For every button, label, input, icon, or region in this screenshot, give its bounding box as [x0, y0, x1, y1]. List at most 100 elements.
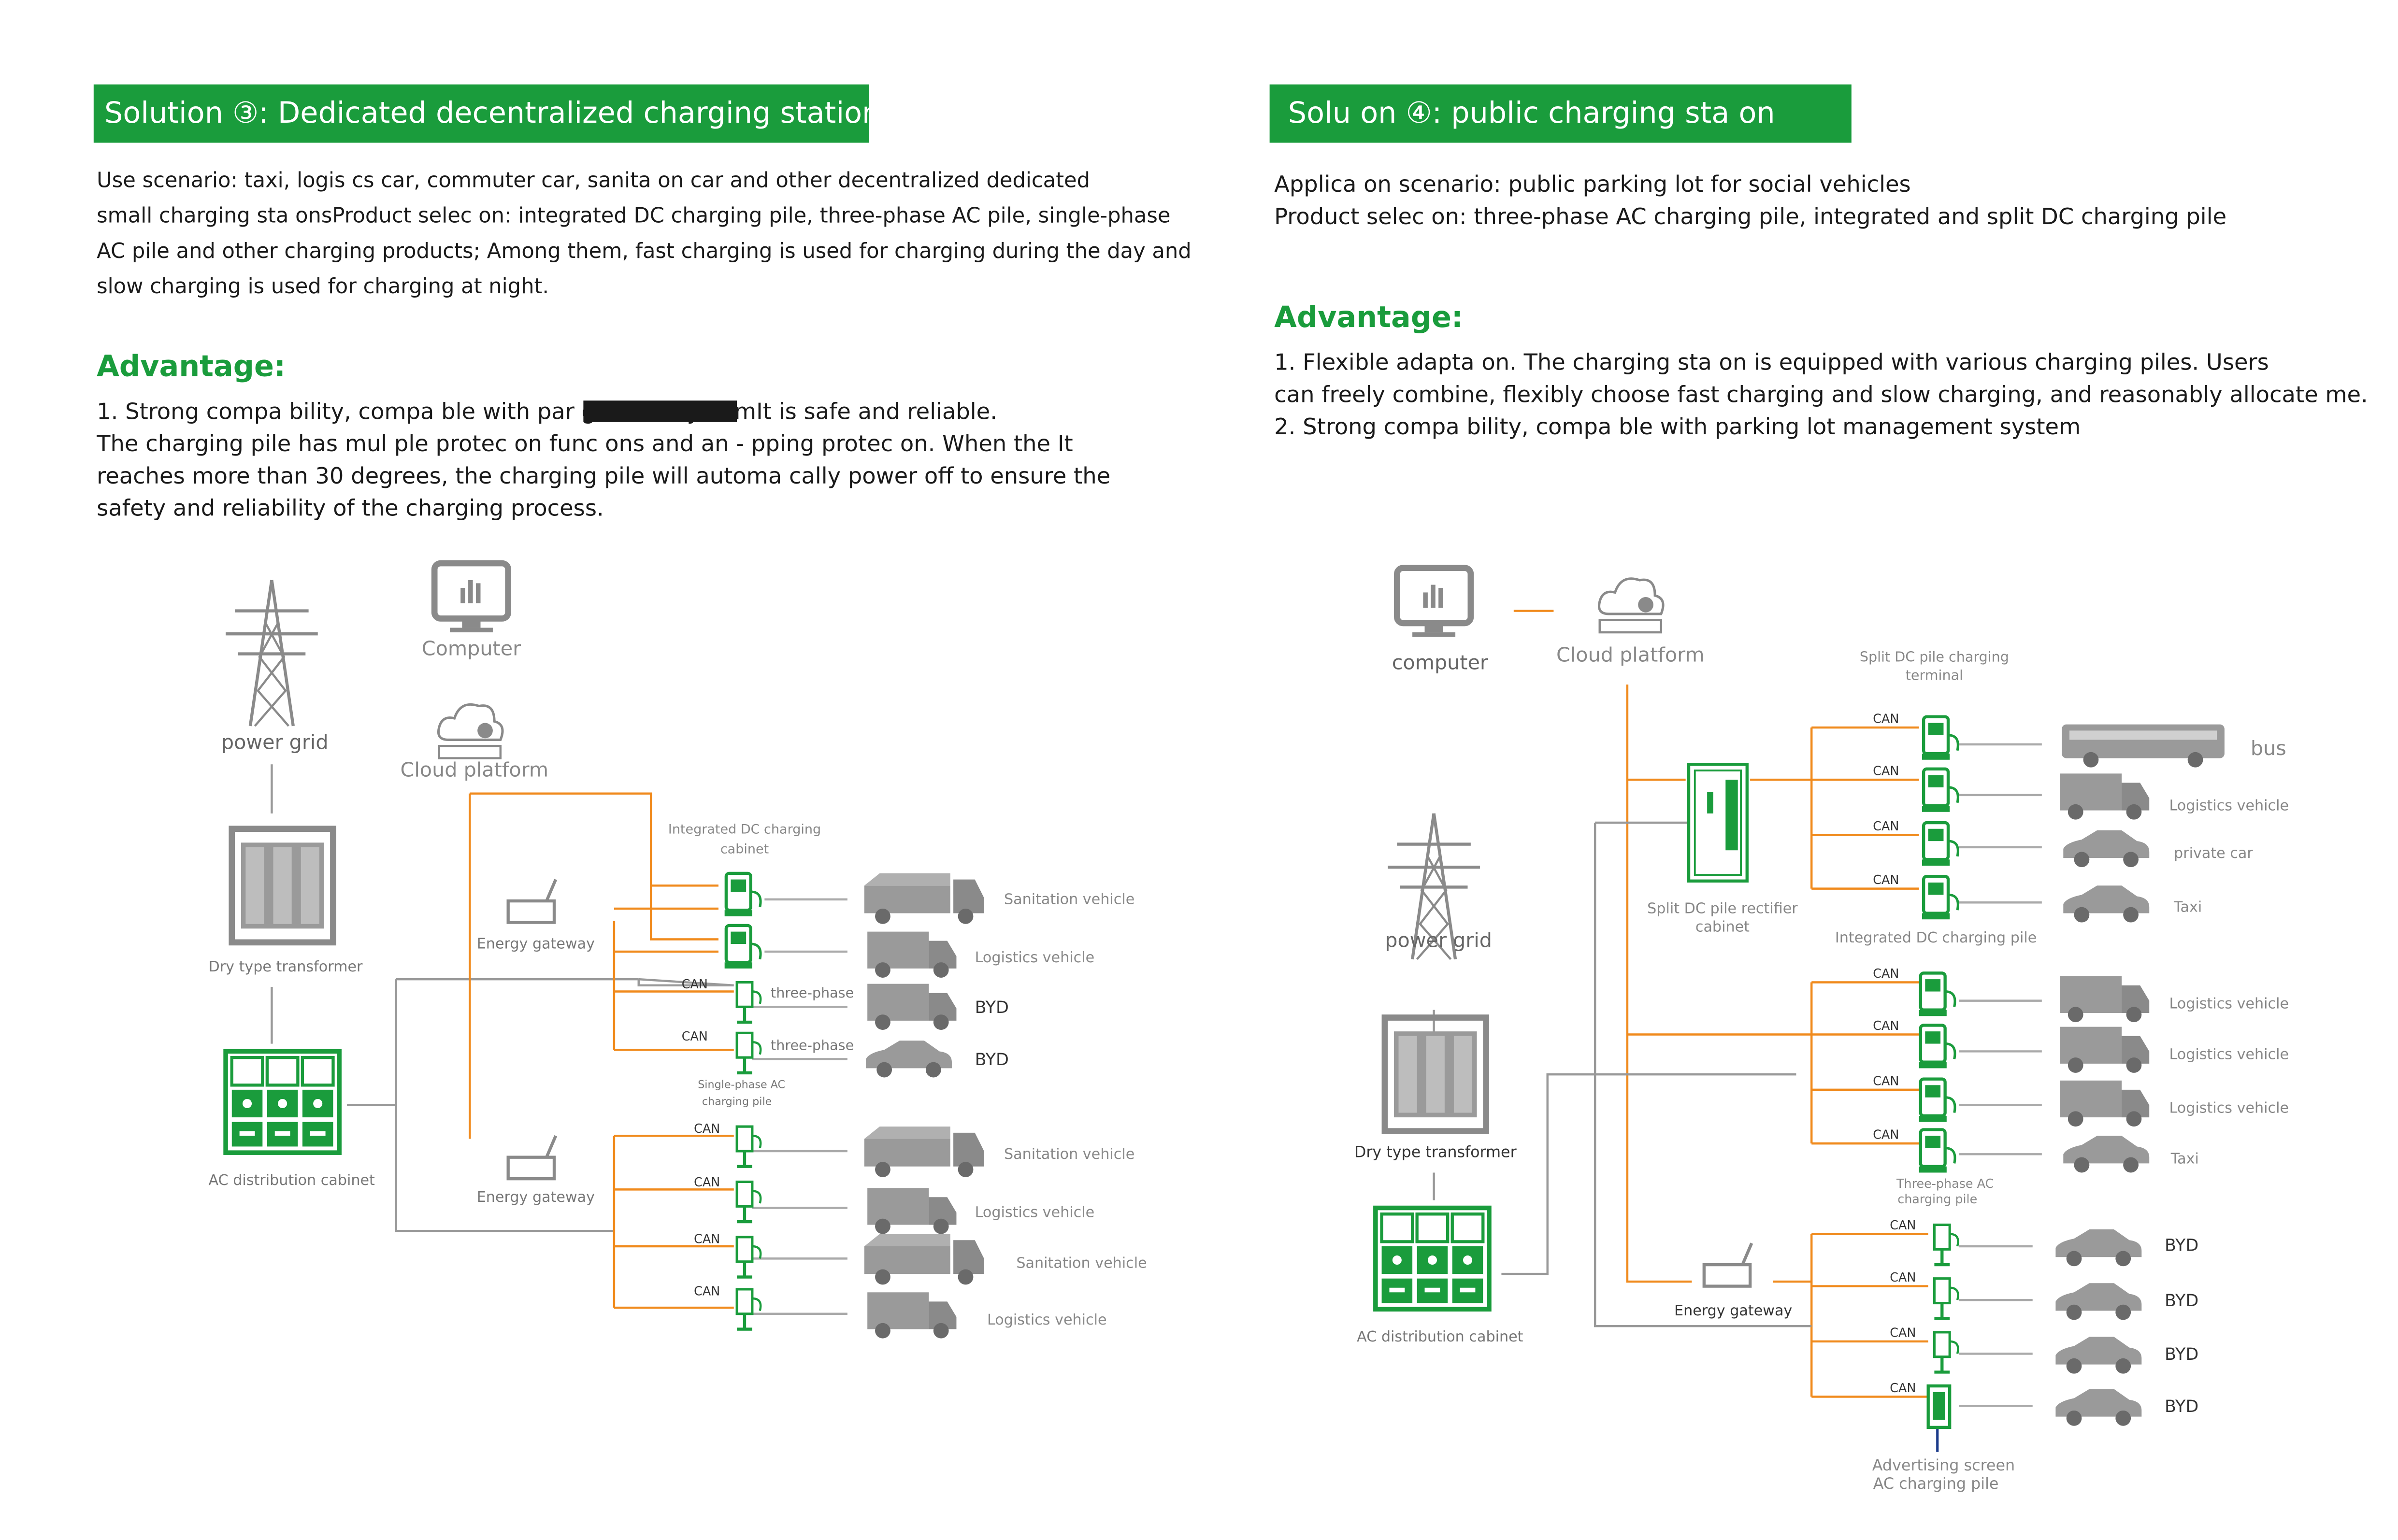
left-power-lines	[271, 764, 639, 1232]
car-icon	[2055, 1229, 2142, 1267]
can-label: CAN	[1873, 966, 1899, 981]
vehicle-label: Sanitation vehicle	[1004, 1146, 1134, 1163]
vehicle-label: BYD	[975, 998, 1009, 1017]
split-terminal-label-2: terminal	[1906, 667, 1963, 684]
left-computer-label: Computer	[422, 637, 521, 660]
vehicle-label: BYD	[2165, 1291, 2198, 1311]
left-diagram: power grid Computer Cloud platform Dry t…	[208, 563, 1147, 1339]
single-phase-label-2: charging pile	[702, 1096, 772, 1108]
right-advantage-title: Advantage:	[1274, 300, 1464, 335]
split-terminal-icon	[1922, 823, 1958, 866]
right-intro-line: Product selec on: three-phase AC chargin…	[1274, 204, 2227, 230]
right-advantage-text: 1. Flexible adapta on. The charging sta …	[1274, 347, 2368, 443]
logistics-van-icon	[867, 1188, 957, 1234]
right-gateway-label: Energy gateway	[1674, 1302, 1792, 1319]
right-intro-line: Applica on scenario: public parking lot …	[1274, 171, 1911, 198]
can-label: CAN	[694, 1175, 720, 1189]
car-icon	[2055, 1337, 2142, 1374]
computer-icon	[1397, 568, 1471, 637]
transformer-icon	[1385, 1018, 1486, 1131]
gateway-icon	[508, 880, 556, 923]
left-intro-line: small charging sta onsProduct selec on: …	[97, 204, 1171, 229]
right-section-header: Solu on ④: public charging sta on	[1269, 84, 1852, 143]
dc-pile-icon	[1919, 1079, 1955, 1122]
ac-cabinet-icon	[226, 1051, 339, 1153]
right-power-lines	[1433, 821, 1812, 1327]
left-advantage-line: 1. Strong compa bility, compa ble with p…	[97, 399, 997, 426]
gateway-icon	[508, 1136, 556, 1179]
vehicle-label: Logistics vehicle	[975, 1204, 1095, 1221]
left-transformer-label: Dry type transformer	[208, 958, 363, 975]
left-advantage-line: safety and reliability of the charging p…	[97, 496, 604, 522]
right-power-grid-label: power grid	[1385, 928, 1492, 952]
car-icon	[865, 1041, 952, 1078]
vehicle-label: private car	[2174, 845, 2253, 862]
rectifier-label-1: Split DC pile rectifier	[1647, 900, 1798, 917]
ac-pile-icon	[737, 1126, 761, 1167]
vehicle-label: Taxi	[2173, 898, 2202, 915]
car-icon	[2055, 1389, 2142, 1426]
can-label: CAN	[1890, 1325, 1916, 1340]
split-terminal-label-1: Split DC pile charging	[1860, 648, 2009, 665]
ac-pile-icon	[1934, 1225, 1958, 1265]
left-advantage-line: reaches more than 30 degrees, the chargi…	[97, 463, 1111, 490]
left-cloud-label: Cloud platform	[401, 758, 549, 782]
left-advantage-line: The charging pile has mul ple protec on …	[97, 431, 1073, 457]
can-label: CAN	[682, 977, 708, 991]
vehicle-label: BYD	[2165, 1345, 2198, 1364]
right-network-lines	[1626, 684, 1812, 1283]
can-label: CAN	[1873, 1127, 1899, 1142]
dc-pile-icon	[725, 926, 761, 969]
vehicle-label: Logistics vehicle	[2169, 1100, 2289, 1117]
adscreen-label-2: AC charging pile	[1873, 1475, 1999, 1493]
vehicle-label: bus	[2251, 737, 2286, 760]
left-connection-lines	[271, 764, 847, 1315]
can-label: CAN	[1873, 1018, 1899, 1033]
ac-pile-icon	[737, 1182, 761, 1222]
logistics-van-icon	[2060, 773, 2150, 820]
cloud-icon	[438, 704, 503, 758]
right-cloud-label: Cloud platform	[1556, 643, 1705, 666]
right-ac-cabinet-label: AC distribution cabinet	[1357, 1328, 1523, 1345]
right-advantage-line: 1. Flexible adapta on. The charging sta …	[1274, 350, 2269, 376]
split-terminal-icon	[1922, 769, 1958, 812]
vehicle-label: Sanitation vehicle	[1004, 891, 1134, 908]
car-icon	[2063, 1136, 2150, 1173]
ac-cabinet-icon	[1376, 1208, 1489, 1310]
right-computer-label: computer	[1392, 651, 1488, 674]
vehicle-label: BYD	[2165, 1397, 2198, 1416]
sanitation-truck-icon	[864, 873, 984, 924]
left-gateway2-label: Energy gateway	[477, 1189, 595, 1206]
transformer-icon	[232, 829, 333, 942]
rectifier-cabinet-icon	[1687, 763, 1749, 883]
right-diagram: computer Cloud platform Split DC pile ch…	[1354, 568, 2289, 1493]
logistics-van-icon	[2060, 976, 2150, 1023]
three-phase-pile-label-1: Three-phase AC	[1896, 1176, 1994, 1191]
car-icon	[2055, 1283, 2142, 1320]
sanitation-truck-icon	[864, 1126, 984, 1177]
left-ac-cabinet-label: AC distribution cabinet	[208, 1172, 375, 1189]
left-intro: Use scenario: taxi, logis cs car, commut…	[97, 164, 1192, 305]
can-label: CAN	[682, 1029, 708, 1043]
rectifier-label-2: cabinet	[1695, 919, 1750, 936]
logistics-van-icon	[867, 931, 957, 978]
right-connection-lines	[1433, 610, 2042, 1452]
ac-pile-icon	[737, 1033, 761, 1073]
ac-pile-icon	[737, 982, 761, 1022]
dc-pile-icon	[1919, 973, 1955, 1016]
can-label: CAN	[1873, 872, 1899, 887]
van-icon	[867, 984, 957, 1030]
split-terminal-icon	[1922, 717, 1958, 760]
logistics-van-icon	[2060, 1080, 2150, 1127]
left-advantage-text: 1. Strong compa bility, compa ble with p…	[97, 396, 1110, 525]
left-power-grid-label: power grid	[221, 731, 329, 754]
ac-pile-icon	[737, 1289, 761, 1329]
left-gateway1-label: Energy gateway	[477, 936, 595, 953]
dc-pile-icon	[1919, 1129, 1955, 1172]
vehicle-label: Logistics vehicle	[2169, 798, 2289, 814]
bus-icon	[2062, 724, 2225, 768]
right-vehicle-links	[1959, 743, 2042, 1407]
ac-pile-icon	[1934, 1279, 1958, 1319]
vehicle-label: Logistics vehicle	[2169, 995, 2289, 1012]
